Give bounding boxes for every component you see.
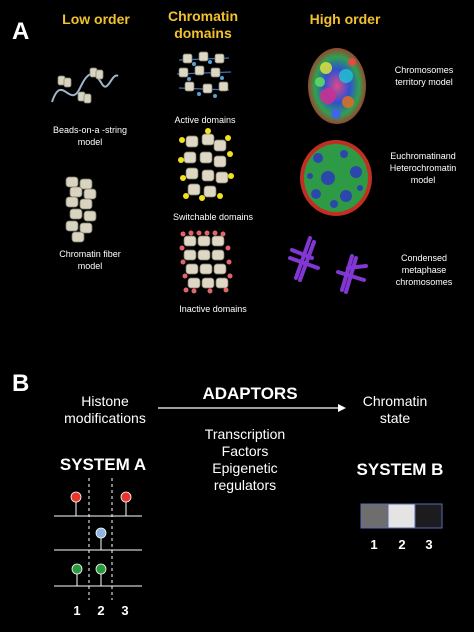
- beads-on-string-caption-line1: Beads-on-a -string: [52, 125, 128, 135]
- chromatin-state-line1: Chromatin: [362, 393, 428, 409]
- system-b-number-3: 3: [425, 537, 433, 552]
- chromosome-territory-nucleus-image: [308, 48, 366, 124]
- euchromatin-heterochromatin-caption-line3: model: [410, 175, 436, 185]
- red-mark-pin: [70, 491, 82, 503]
- metaphase-chromosomes-image: [288, 236, 368, 294]
- chromatin-fiber-caption-line2: model: [77, 261, 103, 271]
- system-a-diagram: [54, 478, 142, 600]
- system-b-label: SYSTEM B: [356, 460, 444, 479]
- metaphase-chromosomes-caption: Condensed metaphase chromosomes: [378, 252, 470, 288]
- adaptor-item: Transcription: [204, 426, 286, 442]
- adaptor-items-list: Transcription Factors Epigenetic regulat…: [180, 426, 310, 494]
- beads-on-string-caption-line2: model: [77, 137, 103, 147]
- state-box-1: [360, 503, 389, 529]
- chromatin-fiber-caption: Chromatin fiber model: [40, 248, 140, 272]
- state-box-3: [414, 503, 443, 529]
- adaptors-arrow: [158, 404, 346, 412]
- system-a-label: SYSTEM A: [59, 455, 147, 474]
- system-b-number-1: 1: [370, 537, 378, 552]
- chromatin-domains-header-line2: domains: [174, 25, 232, 41]
- system-a-number-1: 1: [73, 603, 81, 618]
- low-order-header: Low order: [62, 11, 130, 27]
- chromosome-territory-caption: Chromosomes territory model: [378, 64, 470, 88]
- beads-on-string-caption: Beads-on-a -string model: [40, 124, 140, 148]
- system-b-number-2: 2: [398, 537, 406, 552]
- chromosome-territory-caption-line2: territory model: [395, 77, 453, 87]
- panel-b-letter: B: [12, 370, 30, 397]
- adaptor-item: regulators: [213, 477, 277, 493]
- adaptor-item: Factors: [221, 443, 269, 459]
- histone-modifications-line2: modifications: [64, 410, 146, 426]
- switchable-domains-illustration: [178, 128, 234, 201]
- euchromatin-heterochromatin-caption: Euchromatinand Heterochromatin model: [374, 150, 472, 186]
- histone-modifications-line1: Histone: [81, 393, 129, 409]
- system-b-state-boxes: [360, 503, 443, 529]
- metaphase-chromosomes-caption-line2: metaphase: [401, 265, 447, 275]
- state-box-2: [387, 503, 416, 529]
- active-domains-caption: Active domains: [174, 115, 236, 125]
- adaptors-label: ADAPTORS: [202, 384, 298, 403]
- metaphase-chromosomes-caption-line3: chromosomes: [395, 277, 453, 287]
- switchable-domains-caption: Switchable domains: [172, 212, 254, 222]
- chromatin-fiber-illustration: [65, 176, 97, 243]
- chromatin-state-label: Chromatin state: [340, 393, 450, 427]
- high-order-header: High order: [309, 11, 381, 27]
- system-a-number-3: 3: [121, 603, 129, 618]
- euchromatin-heterochromatin-nucleus-image: [300, 140, 372, 216]
- chromatin-domains-header: Chromatin domains: [155, 8, 251, 42]
- inactive-domains-caption: Inactive domains: [179, 304, 247, 314]
- active-domains-illustration: [176, 51, 232, 98]
- system-a-number-2: 2: [97, 603, 105, 618]
- green-mark-pin: [71, 563, 83, 575]
- beads-on-string-illustration: [51, 67, 119, 104]
- metaphase-chromosomes-caption-line1: Condensed: [400, 253, 448, 263]
- chromatin-fiber-caption-line1: Chromatin fiber: [59, 249, 121, 259]
- arrowhead-icon: [338, 404, 346, 412]
- chromosome-territory-caption-line1: Chromosomes: [394, 65, 454, 75]
- chromatin-domains-header-line1: Chromatin: [168, 8, 238, 24]
- blue-mark-pin: [95, 527, 107, 539]
- green-mark-pin: [95, 563, 107, 575]
- inactive-domains-illustration: [179, 230, 233, 294]
- red-mark-pin: [120, 491, 132, 503]
- adaptor-item: Epigenetic: [212, 460, 278, 476]
- histone-modifications-label: Histone modifications: [40, 393, 170, 427]
- euchromatin-heterochromatin-caption-line2: Heterochromatin: [389, 163, 457, 173]
- panel-a-letter: A: [12, 18, 30, 45]
- chromatin-state-line2: state: [379, 410, 411, 426]
- euchromatin-heterochromatin-caption-line1: Euchromatinand: [390, 151, 456, 161]
